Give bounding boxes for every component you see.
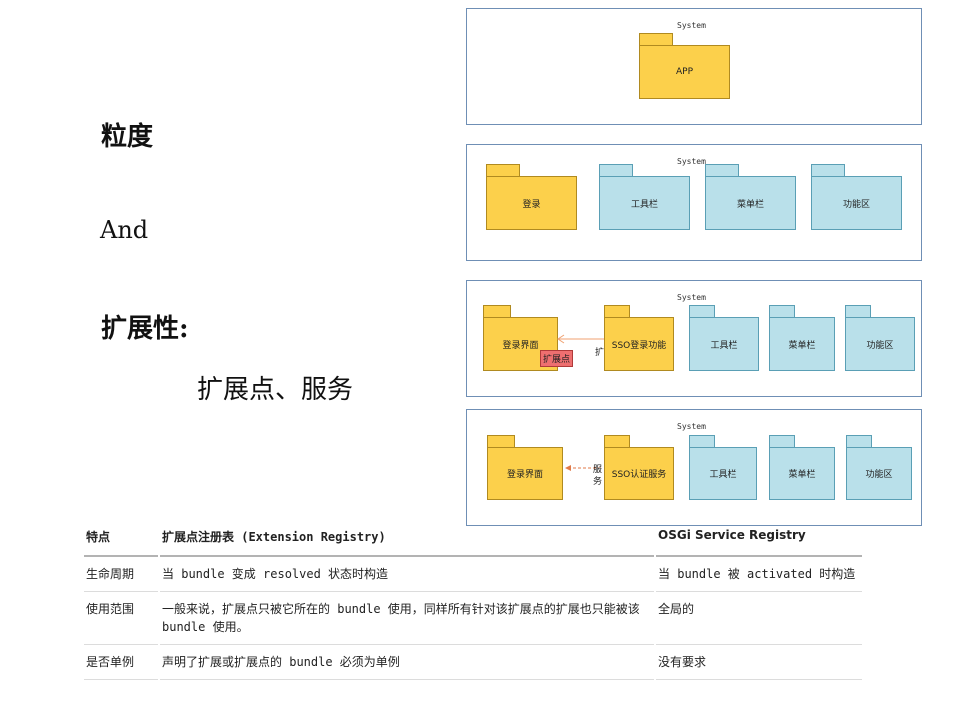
row-feature: 使用范围 [84,592,158,645]
header-extension-registry: 扩展点注册表 (Extension Registry) [160,520,654,557]
row-feature: 是否单例 [84,645,158,680]
service-label-2: 务 [593,477,603,487]
package-label: SSO认证服务 [604,447,674,500]
package-label: 登录界面 [487,447,563,500]
package-menubar: 菜单栏 [769,305,835,371]
header-osgi-service-registry: OSGi Service Registry [656,520,862,557]
row-osgi-value: 没有要求 [656,645,862,680]
package-label: SSO登录功能 [604,317,674,371]
package-label: 功能区 [845,317,915,371]
system-label: System [677,422,706,431]
package-label: 功能区 [811,176,902,230]
table-row: 生命周期 当 bundle 变成 resolved 状态时构造 当 bundle… [84,557,862,592]
service-label-1: 服 [593,465,603,475]
extend-arrow [557,334,605,344]
service-arrow [565,465,601,471]
row-extension-value: 一般来说，扩展点只被它所在的 bundle 使用，同样所有针对该扩展点的扩展也只… [160,592,654,645]
package-label: 工具栏 [689,317,759,371]
package-function-area: 功能区 [845,305,915,371]
package-label: 菜单栏 [769,447,835,500]
package-function-area: 功能区 [811,164,902,230]
package-menubar: 菜单栏 [769,435,835,500]
row-extension-value: 当 bundle 变成 resolved 状态时构造 [160,557,654,592]
package-label: 功能区 [846,447,912,500]
package-login-ui: 登录界面 [487,435,563,500]
extension-point-tag: 扩展点 [540,350,574,367]
package-sso-auth: SSO认证服务 [604,435,674,500]
system-frame-modules: System 登录 工具栏 菜单栏 功能区 [466,144,922,261]
table-header-row: 特点 扩展点注册表 (Extension Registry) OSGi Serv… [84,520,862,557]
package-login: 登录 [486,164,577,230]
package-menubar: 菜单栏 [705,164,796,230]
package-label: 菜单栏 [705,176,796,230]
and-text: And [100,216,149,244]
row-osgi-value: 当 bundle 被 activated 时构造 [656,557,862,592]
package-app: APP [639,33,730,99]
extensibility-subtitle: 扩展点、服务 [197,375,354,405]
package-toolbar: 工具栏 [599,164,690,230]
row-extension-value: 声明了扩展或扩展点的 bundle 必须为单例 [160,645,654,680]
table-row: 使用范围 一般来说，扩展点只被它所在的 bundle 使用，同样所有针对该扩展点… [84,592,862,645]
system-frame-service: System 登录界面 服 务 SSO认证服务 工具栏 菜单栏 功能区 [466,409,922,526]
package-label: 菜单栏 [769,317,835,371]
table-row: 是否单例 声明了扩展或扩展点的 bundle 必须为单例 没有要求 [84,645,862,680]
header-feature: 特点 [84,520,158,557]
system-label: System [677,293,706,302]
granularity-heading: 粒度 [101,122,154,152]
system-label: System [677,21,706,30]
package-label: 工具栏 [599,176,690,230]
package-toolbar: 工具栏 [689,435,757,500]
comparison-table: 特点 扩展点注册表 (Extension Registry) OSGi Serv… [82,520,864,680]
system-frame-app: System APP [466,8,922,125]
package-function-area: 功能区 [846,435,912,500]
package-sso-login: SSO登录功能 [604,305,674,371]
extensibility-heading: 扩展性: [101,314,189,344]
package-label: 工具栏 [689,447,757,500]
row-osgi-value: 全局的 [656,592,862,645]
package-label: APP [639,45,730,99]
row-feature: 生命周期 [84,557,158,592]
package-toolbar: 工具栏 [689,305,759,371]
system-label: System [677,157,706,166]
package-label: 登录 [486,176,577,230]
system-frame-extension: System 登录界面 扩展点 扩展 SSO登录功能 工具栏 菜单栏 功能区 [466,280,922,397]
